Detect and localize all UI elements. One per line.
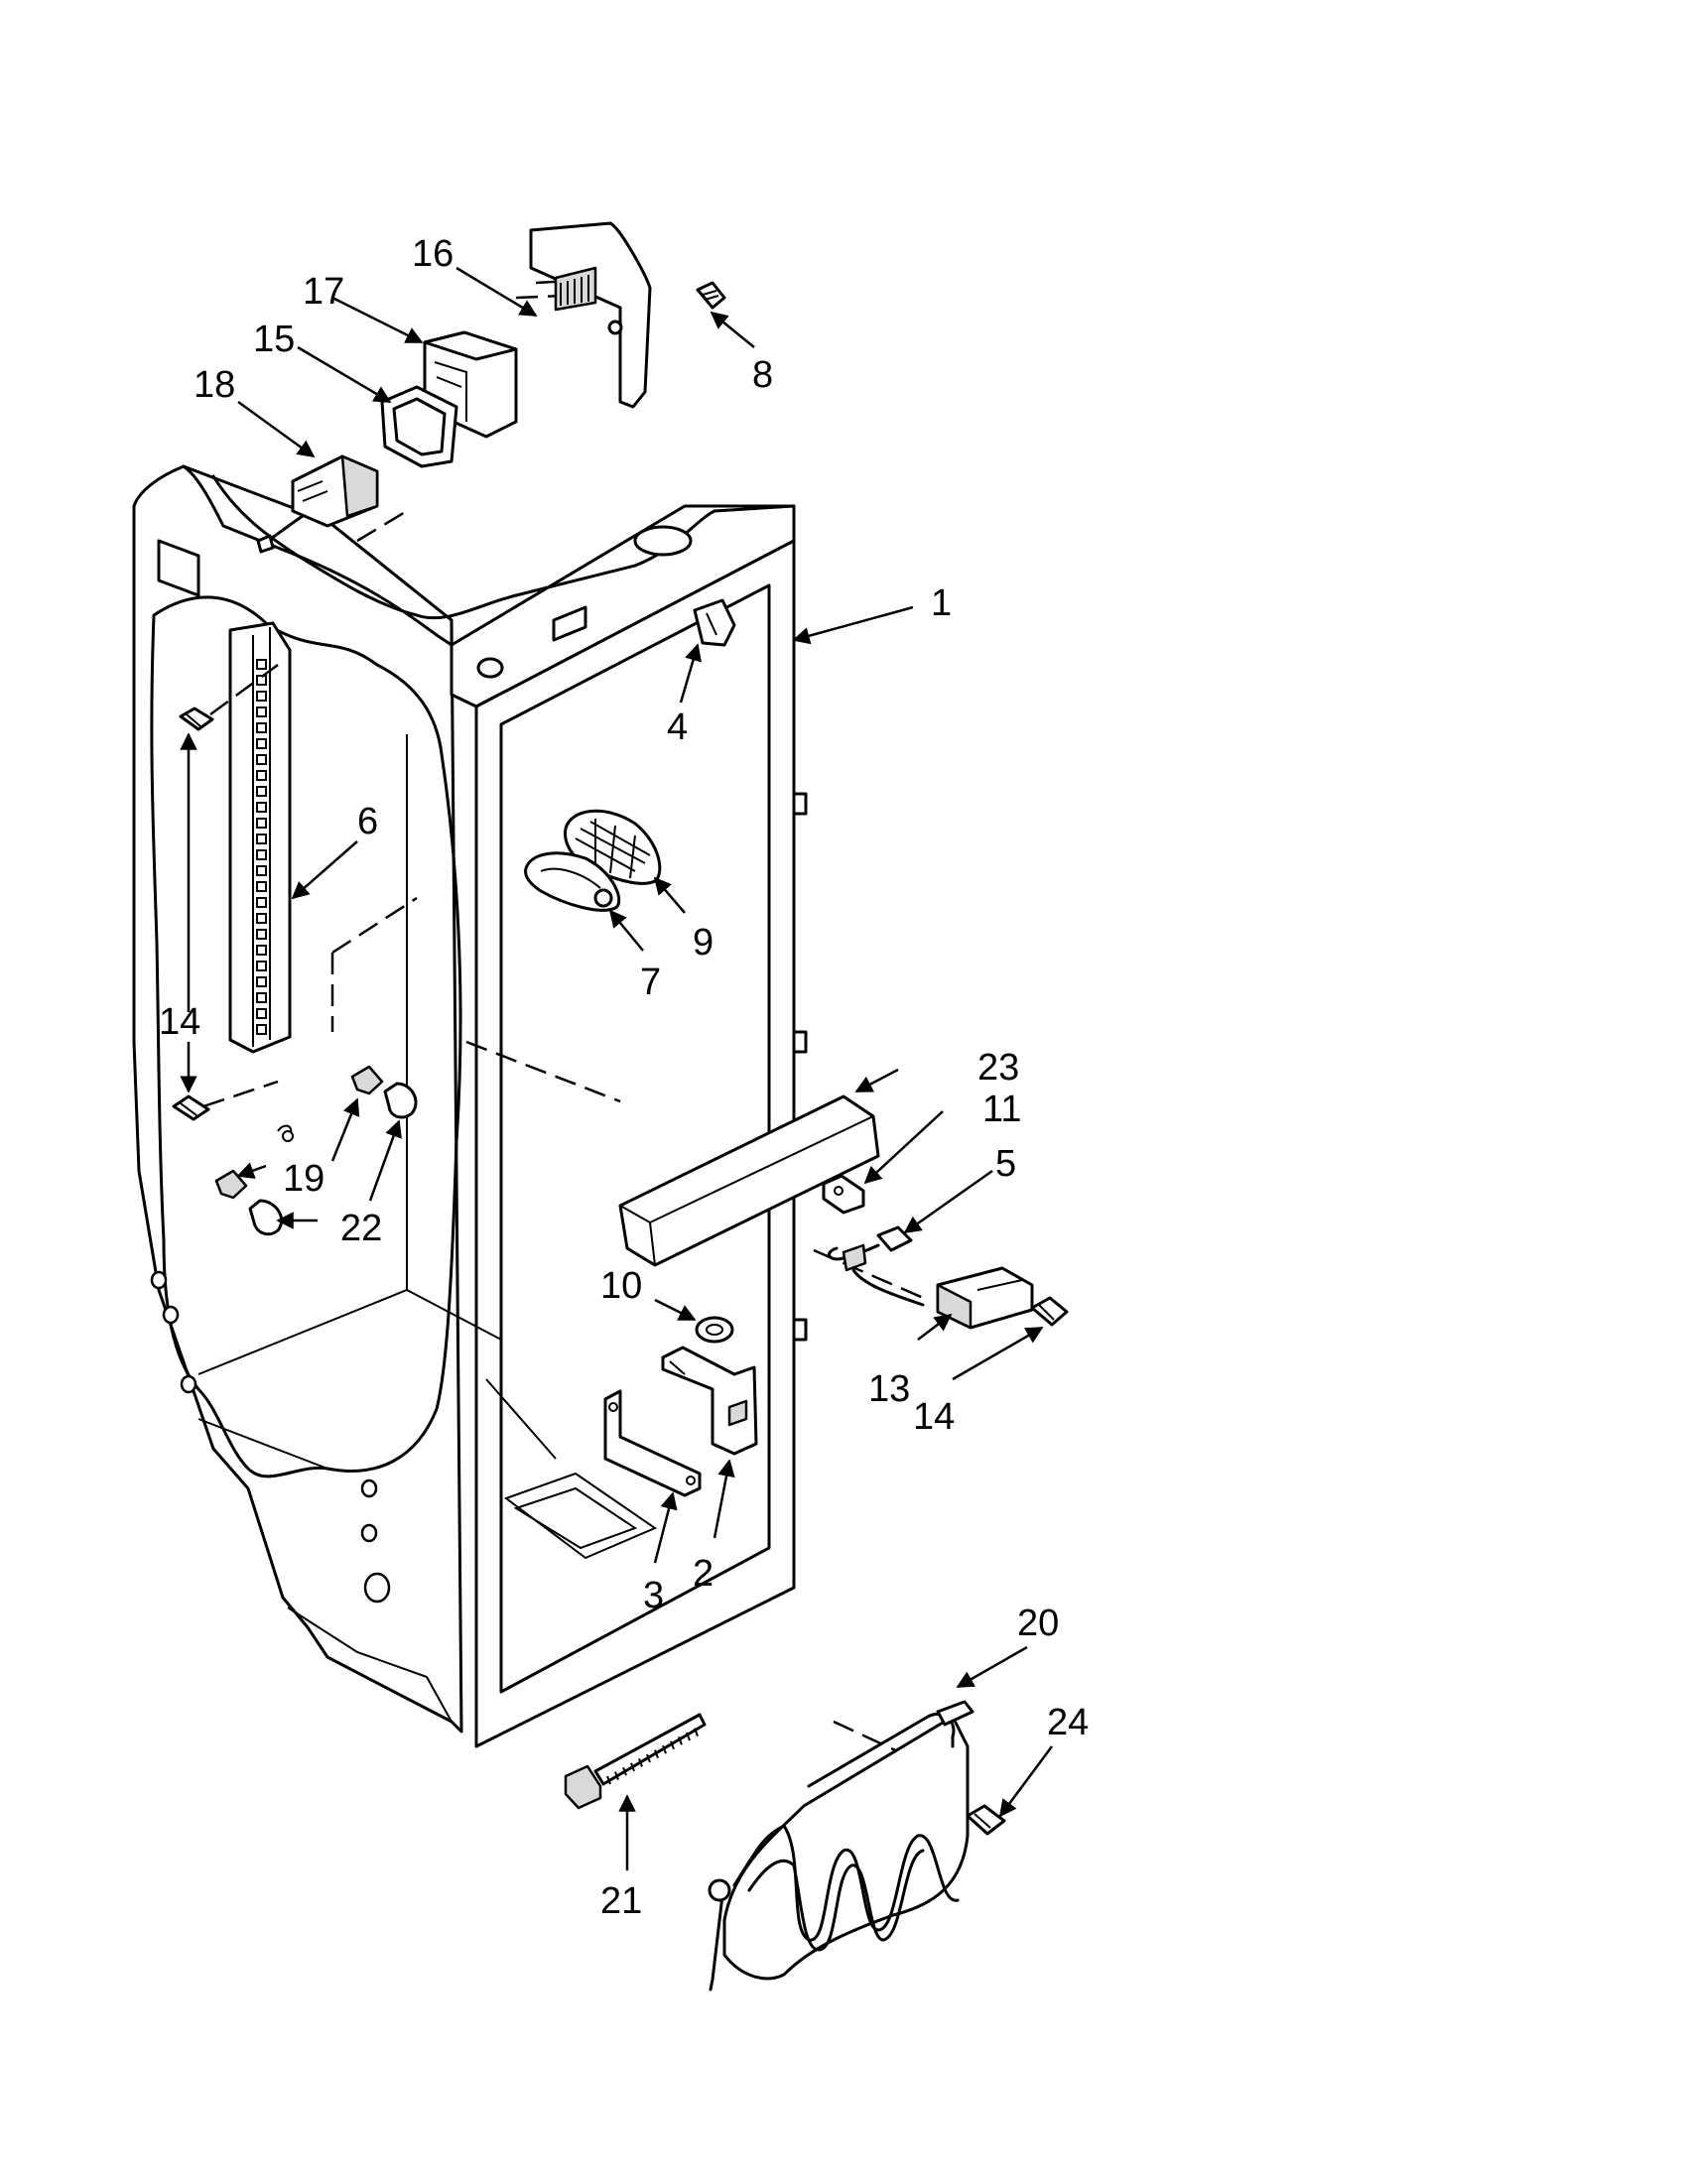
switch-part-18 [256, 454, 379, 554]
control-cover-part-16 [529, 221, 652, 409]
label-24: 24 [1047, 1702, 1089, 1743]
screw-part-14-right [1030, 1296, 1069, 1327]
screw-part-14-lower [172, 1094, 210, 1121]
label-17: 17 [303, 271, 344, 313]
bracket-part-11 [822, 1174, 865, 1215]
grommet-part-10 [695, 1316, 734, 1344]
shelf-ladder-part-6 [228, 621, 292, 1054]
cable-tie-part-21 [564, 1713, 707, 1810]
label-2: 2 [693, 1553, 714, 1595]
label-21: 21 [600, 1880, 642, 1922]
lamp-socket-part-19 [214, 1065, 384, 1200]
label-4: 4 [667, 707, 688, 748]
label-16: 16 [412, 233, 454, 275]
defrost-heater-part-20 [708, 1700, 974, 1991]
label-15: 15 [253, 319, 295, 360]
label-7: 7 [640, 962, 661, 1003]
screw-part-24 [966, 1804, 1006, 1836]
label-22: 22 [340, 1208, 382, 1249]
leader-arrows [180, 266, 1054, 1870]
label-1: 1 [931, 582, 952, 624]
label-8: 8 [752, 354, 773, 396]
vent-cover-part-7 [524, 851, 621, 912]
label-11: 11 [982, 1089, 1021, 1130]
clip-part-4 [693, 598, 736, 647]
label-14-left: 14 [159, 1001, 200, 1043]
part-labels: 1 4 8 16 17 15 18 6 9 7 14 23 11 5 19 22… [159, 233, 1089, 1922]
label-3: 3 [643, 1575, 664, 1616]
channel-part-23 [618, 1094, 880, 1267]
label-5: 5 [995, 1143, 1016, 1185]
sensor-part-5 [828, 1225, 925, 1307]
gasket-part-15 [380, 385, 458, 468]
label-23: 23 [977, 1047, 1019, 1089]
screw-part-14-upper [179, 707, 214, 731]
screw-part-8 [696, 281, 726, 310]
label-10: 10 [600, 1265, 642, 1307]
label-19: 19 [283, 1158, 325, 1200]
light-switch-part-13 [936, 1266, 1034, 1330]
bracket-part-2 [661, 1346, 758, 1456]
label-18: 18 [194, 364, 235, 406]
bracket-part-3 [603, 1389, 702, 1497]
label-13: 13 [868, 1368, 910, 1410]
label-14-right: 14 [913, 1396, 955, 1438]
label-20: 20 [1017, 1603, 1059, 1644]
label-9: 9 [693, 922, 714, 964]
label-6: 6 [357, 801, 378, 842]
light-bulb-part-22 [248, 1082, 418, 1236]
